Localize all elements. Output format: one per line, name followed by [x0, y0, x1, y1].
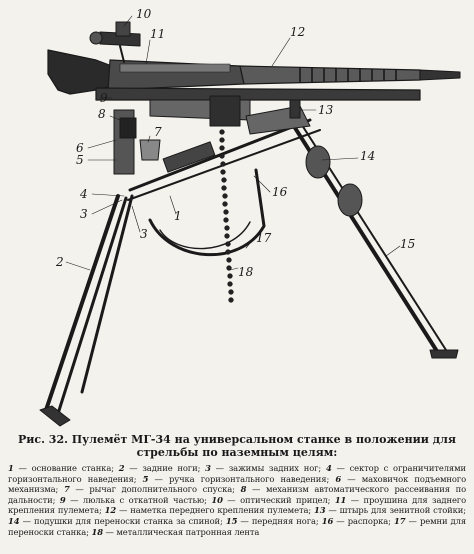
rear-leg-right — [80, 194, 134, 394]
legend-item-text: металлическая патронная лента — [116, 526, 260, 537]
callout-11: 11 — [150, 27, 165, 41]
legend-item-text: проушина для заднего крепления пулемета; — [8, 494, 467, 516]
caption-lead: Рис. 32. — [18, 433, 68, 446]
legend-item-text: задние ноги; — [142, 463, 201, 473]
legend-item-text: сектор с ограничителями горизонтального … — [8, 463, 467, 484]
muzzle — [419, 69, 461, 81]
legend-item-number: 2 — [118, 463, 125, 473]
legend-item-text: ручка горизонтального наведения; — [169, 473, 330, 484]
legend-item-number: 18 — [91, 526, 103, 537]
legend-item-text: передняя нога; — [251, 515, 319, 526]
legend-item-text: штырь для зенитной стойки; — [339, 505, 467, 516]
legend-item-number: 11 — [334, 494, 347, 505]
legend-item: 9 — люлька с откатной частью; — [59, 494, 207, 505]
legend-item-text: рычаг дополнительного спуска; — [89, 484, 235, 495]
legend-item: 13 — штырь для зенитной стойки; — [314, 505, 467, 516]
legend-item-number: 16 — [321, 515, 334, 526]
legend-list: 1 — основание станка; 2 — задние ноги; 3… — [8, 463, 466, 537]
barrel-jacket — [239, 65, 421, 85]
callout-7: 7 — [154, 125, 162, 139]
legend-item: 4 — сектор с ограничителями горизонтальн… — [8, 463, 467, 484]
callout-8: 8 — [98, 107, 106, 121]
legend-item-text: подушки для переноски станка за спиной; — [33, 515, 223, 526]
legend-item: 7 — рычаг дополнительного спуска; — [63, 484, 235, 495]
carry-pad-lower — [337, 183, 363, 217]
callout-15: 15 — [400, 237, 415, 251]
gun-receiver-detail — [119, 63, 231, 73]
callout-18: 18 — [238, 265, 254, 279]
callout-labels: 10 11 12 13 14 15 16 17 18 9 8 7 6 5 4 3… — [55, 7, 415, 279]
callout-2: 2 — [55, 255, 64, 269]
legend-item-text: наметка переднего крепления пулемета; — [130, 505, 312, 516]
callout-3a: 3 — [80, 207, 88, 221]
legend-item-text: оптический прицел; — [240, 494, 331, 505]
callout-12: 12 — [290, 25, 305, 39]
legend-item: 11 — проушина для заднего крепления пуле… — [8, 494, 467, 516]
legend-item-number: 17 — [393, 515, 406, 526]
legend-item: 12 — наметка переднего крепления пулемет… — [104, 505, 312, 516]
legend-item-text: зажимы задних ног; — [228, 463, 322, 473]
callout-16: 16 — [272, 185, 288, 199]
legend-item-text: ремни для переноски станка; — [8, 515, 467, 537]
legend-item: 1 — основание станка; — [8, 463, 114, 473]
callout-6: 6 — [76, 141, 84, 155]
callout-14: 14 — [360, 149, 375, 163]
legend-item: 2 — задние ноги; — [118, 463, 201, 473]
legend-item: 18 — металлическая патронная лента — [91, 526, 260, 537]
legend-item: 16 — распорка; — [321, 515, 391, 526]
callout-5: 5 — [76, 153, 84, 167]
callout-13: 13 — [318, 103, 334, 117]
rear-leg-left — [44, 194, 120, 412]
legend-item-number: 1 — [8, 463, 14, 473]
legend-item-number: 10 — [211, 494, 223, 505]
cradle — [95, 87, 421, 101]
legend-item-number: 9 — [59, 494, 66, 505]
legend-item-text: люлька с откатной частью; — [82, 494, 207, 505]
legend-item: 5 — ручка горизонтального наведения; — [142, 473, 330, 484]
legend-item-number: 12 — [104, 505, 117, 516]
gun-stock — [47, 49, 113, 95]
callout-10: 10 — [136, 7, 152, 21]
legend-item: 14 — подушки для переноски станка за спи… — [8, 515, 223, 526]
callout-1: 1 — [174, 209, 182, 223]
legend-item-number: 13 — [314, 505, 326, 516]
legend-item-text: механизм автоматического рассеивания по … — [8, 484, 467, 505]
callout-17: 17 — [256, 231, 272, 245]
legend-item-text: распорка; — [347, 515, 391, 526]
caption-text: Пулемёт МГ-34 на универсальном станке в … — [71, 433, 456, 459]
legend-item: 8 — механизм автоматического рассеивания… — [8, 484, 467, 505]
legend-item-number: 4 — [325, 463, 332, 473]
legend-item: 10 — оптический прицел; — [211, 494, 331, 505]
legend-item-number: 8 — [240, 484, 247, 495]
legend-item-number: 3 — [205, 463, 211, 473]
carry-pad-upper — [305, 145, 331, 179]
legend-item: 15 — передняя нога; — [225, 515, 319, 526]
legend-item-text: маховичок подъемного механизма; — [8, 473, 467, 495]
figure-caption: Рис. 32. Пулемёт МГ-34 на универсальном … — [10, 433, 464, 459]
callout-4: 4 — [79, 187, 88, 201]
legend-item: 3 — зажимы задних ног; — [205, 463, 322, 473]
legend-item: 6 — маховичок подъемного механизма; — [8, 473, 467, 495]
legend-item-text: основание станка; — [31, 463, 114, 473]
callout-9: 9 — [100, 91, 108, 105]
legend-item: 17 — ремни для переноски станка; — [8, 515, 467, 537]
ammo-belt — [219, 129, 234, 303]
legend-item-number: 6 — [335, 473, 342, 484]
legend-item-number: 14 — [8, 515, 20, 526]
legend-item-number: 5 — [142, 473, 149, 484]
callout-3b: 3 — [140, 227, 148, 241]
machine-gun-illustration: 10 11 12 13 14 15 16 17 18 9 8 7 6 5 4 3… — [39, 7, 461, 427]
carry-sling — [148, 168, 266, 257]
legend-item-number: 7 — [63, 484, 70, 495]
engraving-svg: 10 11 12 13 14 15 16 17 18 9 8 7 6 5 4 3… — [39, 7, 461, 427]
legend-item-number: 15 — [225, 515, 238, 526]
